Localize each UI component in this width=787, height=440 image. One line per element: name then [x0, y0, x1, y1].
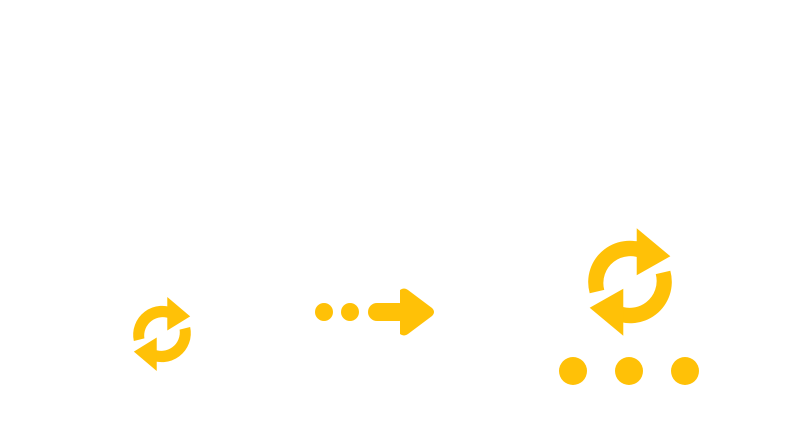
arrow-shaft: [368, 303, 408, 321]
sync-icon: [588, 228, 672, 336]
ellipsis-dot-1: [559, 357, 587, 385]
sync-icon: [133, 297, 191, 371]
arrow-dot-2: [341, 303, 359, 321]
ellipsis-dot-3: [671, 357, 699, 385]
arrow-dot-1: [315, 303, 333, 321]
arrow-head: [400, 288, 434, 336]
ellipsis-dot-2: [615, 357, 643, 385]
dotted-arrow-right-icon: [315, 288, 434, 336]
ellipsis-icon: [559, 357, 699, 385]
